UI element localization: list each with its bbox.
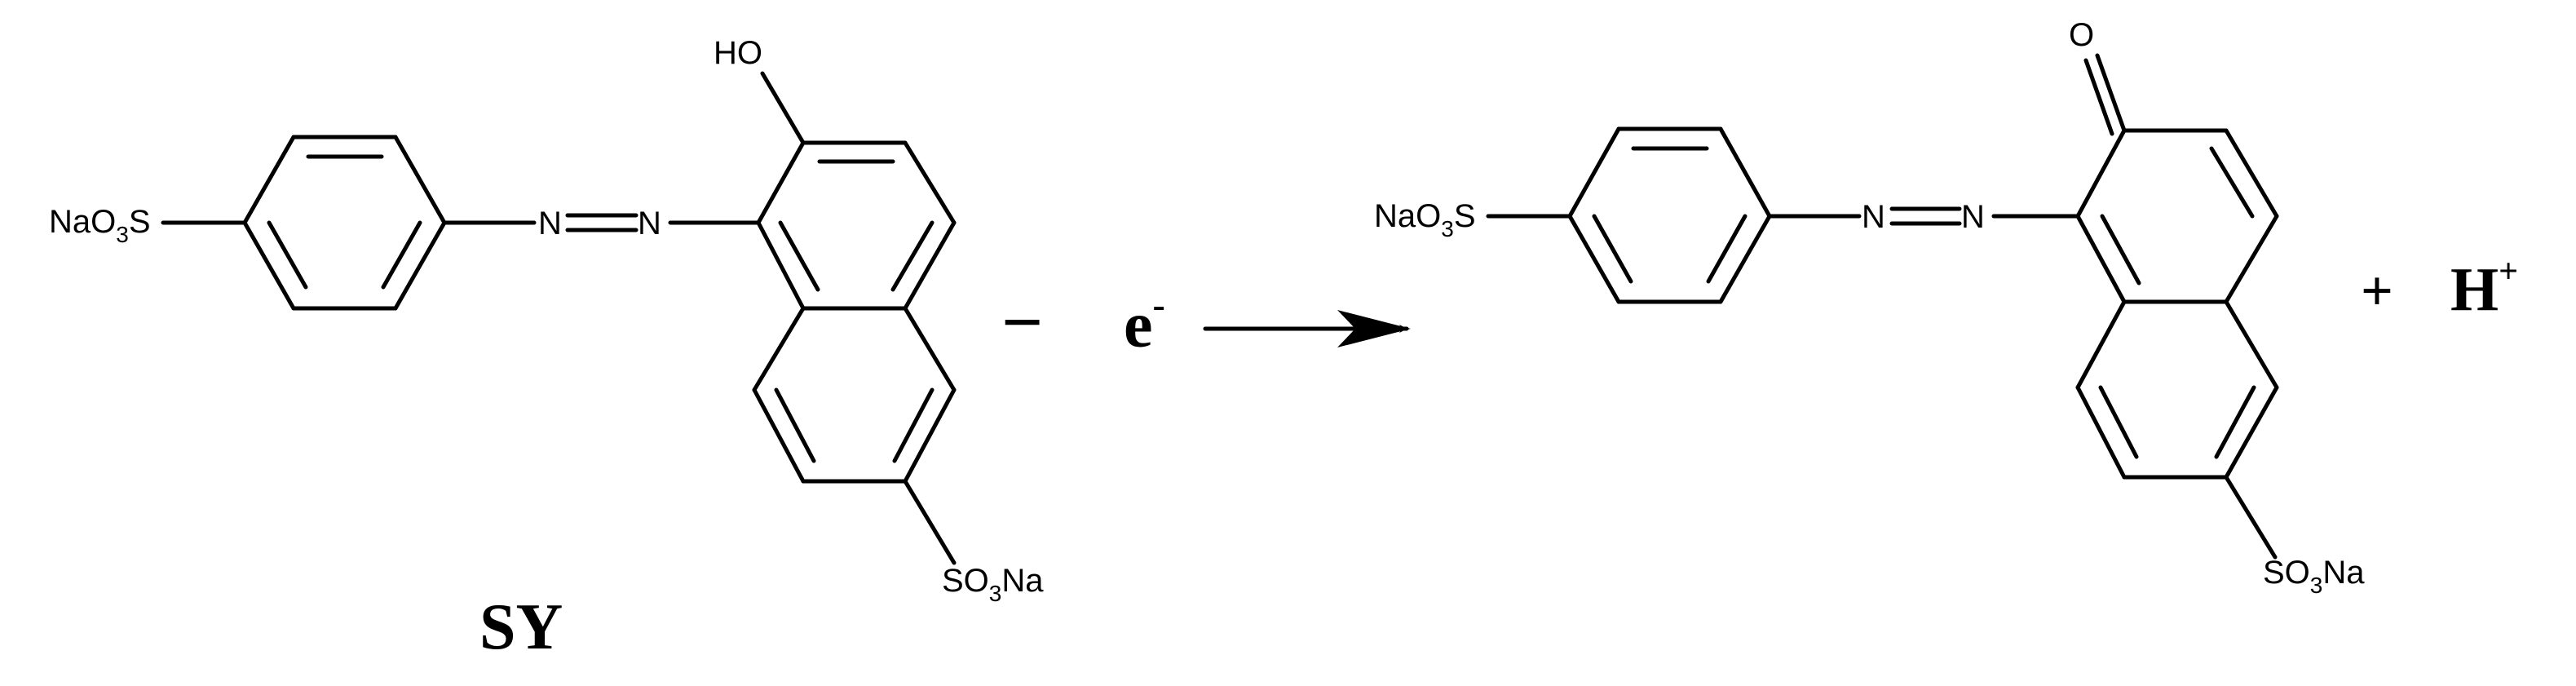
product-azo-n2: N bbox=[1961, 199, 1985, 235]
plus-operator: + bbox=[2361, 260, 2393, 323]
reaction-arrowhead bbox=[1337, 310, 1411, 347]
reactant-so3na-label: SO3Na bbox=[942, 563, 1044, 606]
product-azo-n1: N bbox=[1862, 199, 1885, 235]
product-molecule: NaO3S N N bbox=[1374, 17, 2365, 598]
reactant-name-label: SY bbox=[479, 591, 563, 663]
reactant-c-oh-bond bbox=[760, 71, 806, 145]
minus-operator: − bbox=[1001, 282, 1043, 363]
reactant-benzene-ring bbox=[242, 135, 447, 311]
reactant-azo-n2: N bbox=[638, 206, 661, 241]
product-benzene-ring bbox=[1567, 126, 1772, 304]
product-so3na-label: SO3Na bbox=[2263, 555, 2365, 598]
reactant-azo-n1: N bbox=[538, 206, 562, 241]
proton-symbol: H+ bbox=[2450, 253, 2518, 324]
electron-symbol: e- bbox=[1124, 284, 1165, 361]
reactant-nao3s-label: NaO3S bbox=[49, 204, 151, 247]
reactant-naphthalene bbox=[752, 140, 957, 484]
product-naphthoquinone bbox=[2075, 128, 2279, 480]
reactant-molecule: NaO3S N N bbox=[49, 35, 1044, 663]
reactant-c-so3-bond bbox=[903, 479, 957, 565]
product-c-so3-bond bbox=[2224, 475, 2278, 560]
product-carbonyl-o-label: O bbox=[2069, 17, 2094, 53]
product-carbonyl-bond bbox=[2095, 53, 2127, 133]
reactant-hydroxy-label: HO bbox=[714, 35, 762, 71]
product-nao3s-label: NaO3S bbox=[1374, 198, 1476, 241]
